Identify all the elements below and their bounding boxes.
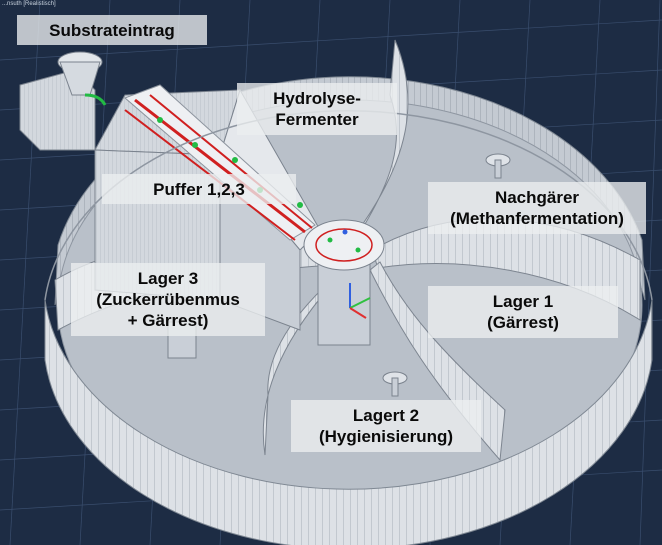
viewport-caption: ...nsuth [Realistisch] bbox=[2, 1, 56, 7]
label-substrateintrag: Substrateintrag bbox=[17, 15, 207, 45]
label-lager3-line-3: + Gärrest) bbox=[127, 311, 209, 330]
outer-wall-front bbox=[44, 299, 653, 545]
label-lager2-line-2: (Hygienisierung) bbox=[318, 427, 454, 446]
label-nachgaerer-line-1: Nachgärer bbox=[494, 188, 580, 207]
label-lager-3: Lager 3 (Zuckerrübenmus + Gärrest) bbox=[71, 263, 265, 336]
label-lager1-line-1: Lager 1 bbox=[492, 292, 554, 311]
label-hydrolyse-line-2: Fermenter bbox=[275, 110, 359, 129]
label-puffer-line-1: Puffer 1,2,3 bbox=[153, 179, 245, 199]
substrate-intake-structure bbox=[19, 51, 107, 151]
label-nachgaerer-line-2: (Methanfermentation) bbox=[450, 209, 624, 228]
label-nachgaerer: Nachgärer (Methanfermentation) bbox=[428, 182, 646, 234]
label-lager3-line-1: Lager 3 bbox=[137, 269, 199, 288]
label-hydrolyse-line-1: Hydrolyse- bbox=[273, 89, 361, 108]
label-lager2-line-1: Lagert 2 bbox=[352, 406, 420, 425]
label-hydrolyse-fermenter: Hydrolyse- Fermenter bbox=[237, 83, 397, 135]
label-substrateintrag-line-1: Substrateintrag bbox=[49, 20, 175, 40]
label-lager1-line-2: (Gärrest) bbox=[487, 313, 559, 332]
label-lager3-line-2: (Zuckerrübenmus bbox=[96, 290, 240, 309]
label-puffer: Puffer 1,2,3 bbox=[102, 174, 296, 204]
axis-gizmo bbox=[349, 283, 371, 319]
central-hub bbox=[303, 219, 385, 346]
label-lager-2: Lagert 2 (Hygienisierung) bbox=[291, 400, 481, 452]
label-lager-1: Lager 1 (Gärrest) bbox=[428, 286, 618, 338]
